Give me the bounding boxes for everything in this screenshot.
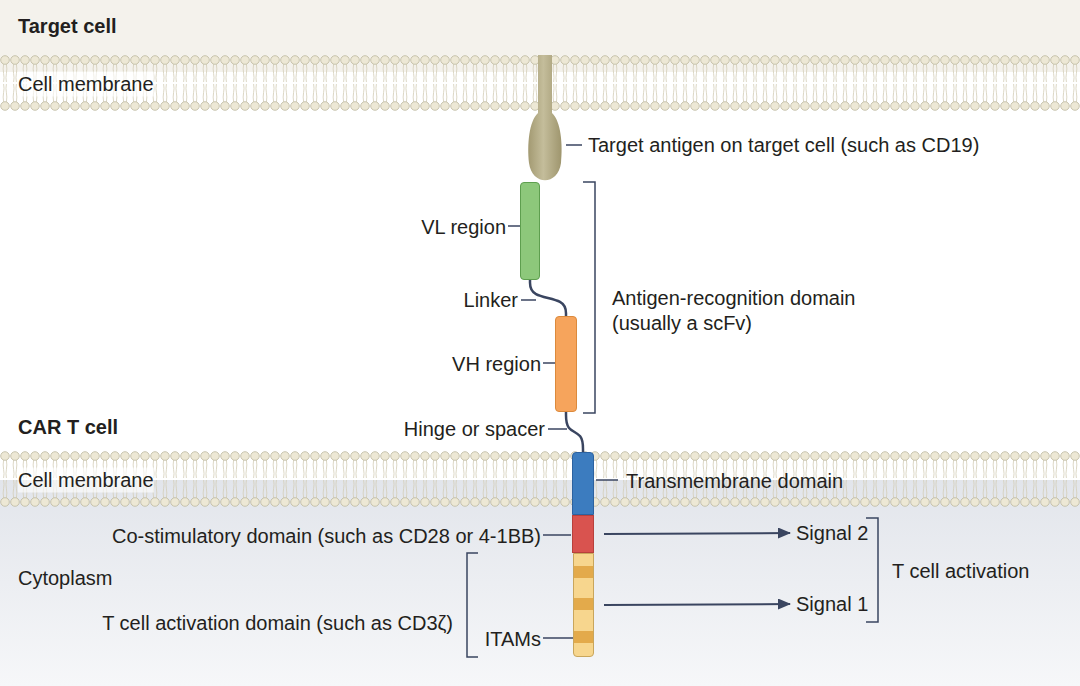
node-text: Target antigen on target cell (such as C… xyxy=(588,133,979,157)
connector-label: Linker xyxy=(464,288,518,313)
leader-line xyxy=(548,428,567,430)
bracket xyxy=(467,553,478,657)
node-text: ITAMs xyxy=(485,627,541,651)
lipid-bilayer xyxy=(0,451,1080,507)
leader-lines xyxy=(508,145,618,638)
leader-line xyxy=(543,534,571,536)
text-label: T cell activation xyxy=(892,559,1029,584)
node-text: Transmembrane domain xyxy=(626,469,843,493)
leader-line xyxy=(521,299,536,301)
leader-line xyxy=(508,225,520,227)
signal-label: Signal 2 xyxy=(796,521,868,545)
text-label: Cell membrane xyxy=(18,72,154,97)
text-label: Cell membrane xyxy=(18,468,154,493)
leader-line xyxy=(566,144,582,146)
leader-line xyxy=(543,362,555,364)
signal-arrow xyxy=(604,604,790,605)
signal-label: Signal 1 xyxy=(796,592,868,616)
node-text: VH region xyxy=(452,352,541,376)
antigen-body xyxy=(528,55,561,180)
text-label: Cytoplasm xyxy=(18,566,112,591)
node-text: T cell activation domain (such as CD3ζ) xyxy=(102,611,453,635)
linker-line xyxy=(566,412,583,452)
bracket xyxy=(583,182,595,413)
signal-arrow xyxy=(604,533,790,534)
itam-band xyxy=(574,566,593,578)
node-text: VL region xyxy=(421,215,506,239)
car-t-cell-membrane xyxy=(0,451,1080,507)
node-text: Signal 2 xyxy=(796,522,868,544)
leader-line xyxy=(596,479,618,481)
cytoplasm-region xyxy=(0,480,1080,686)
antigen-shape xyxy=(527,55,563,187)
target-antigen: Target antigen on target cell (such as C… xyxy=(527,55,563,187)
itam-band xyxy=(574,598,593,610)
text-label: Target cell xyxy=(18,14,117,39)
node-text: Signal 1 xyxy=(796,593,868,615)
text-label: Antigen-recognition domain (usually a sc… xyxy=(612,286,892,336)
transmembrane-domain: Transmembrane domain xyxy=(572,452,594,515)
cd3-zeta-domain: T cell activation domain (such as CD3ζ)I… xyxy=(573,553,594,657)
node-text: Co-stimulatory domain (such as CD28 or 4… xyxy=(112,524,541,548)
linker-line xyxy=(530,280,566,316)
vh-region-box: VH region xyxy=(555,316,577,412)
costimulatory-domain: Co-stimulatory domain (such as CD28 or 4… xyxy=(572,515,594,553)
text-label: CAR T cell xyxy=(18,415,118,440)
leader-line xyxy=(543,637,573,639)
itam-band xyxy=(574,631,593,643)
vl-region-box: VL region xyxy=(520,182,540,280)
connector-label: Hinge or spacer xyxy=(404,417,545,442)
